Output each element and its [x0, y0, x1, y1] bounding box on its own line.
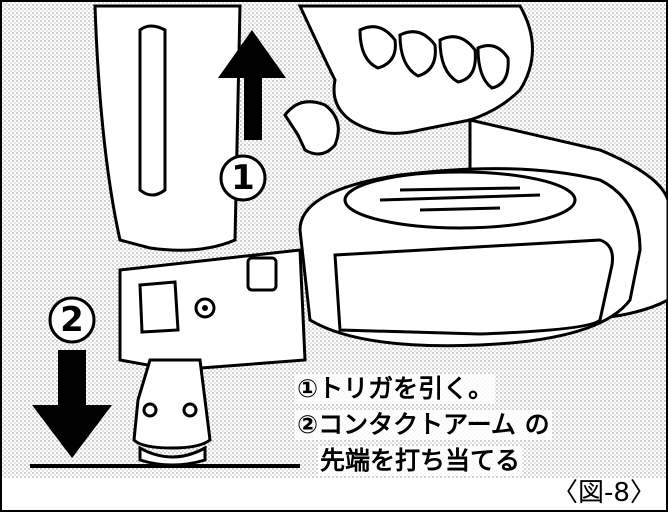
finger-2 — [398, 30, 437, 78]
marker-1-circle — [219, 154, 267, 202]
finger-1 — [358, 25, 397, 70]
marker-1-label: 1 — [231, 158, 255, 198]
caption-line-3: 先端を打ち当てる — [318, 446, 523, 476]
up-arrow — [218, 30, 286, 140]
contact-arm — [132, 358, 212, 450]
trigger-finger — [283, 100, 340, 156]
marker-2-circle — [48, 296, 96, 344]
contact-arm-tip — [138, 445, 207, 467]
finger-4 — [476, 44, 510, 90]
operator-arm — [93, 4, 242, 252]
magazine-window — [333, 238, 614, 336]
cover-ribs — [379, 186, 541, 212]
marker-2-label: 2 — [60, 300, 84, 340]
caption-line-2: ②コンタクトアーム の — [295, 410, 552, 440]
magazine-cover — [343, 170, 577, 230]
caption-line-1: ①トリガを引く。 — [295, 374, 496, 404]
nose-detail — [138, 280, 180, 334]
trigger-lever — [246, 256, 278, 292]
sleeve-highlight — [138, 24, 167, 197]
down-arrow — [32, 350, 112, 458]
finger-3 — [438, 35, 477, 84]
figure-number: 〈図-8〉 — [548, 478, 660, 508]
